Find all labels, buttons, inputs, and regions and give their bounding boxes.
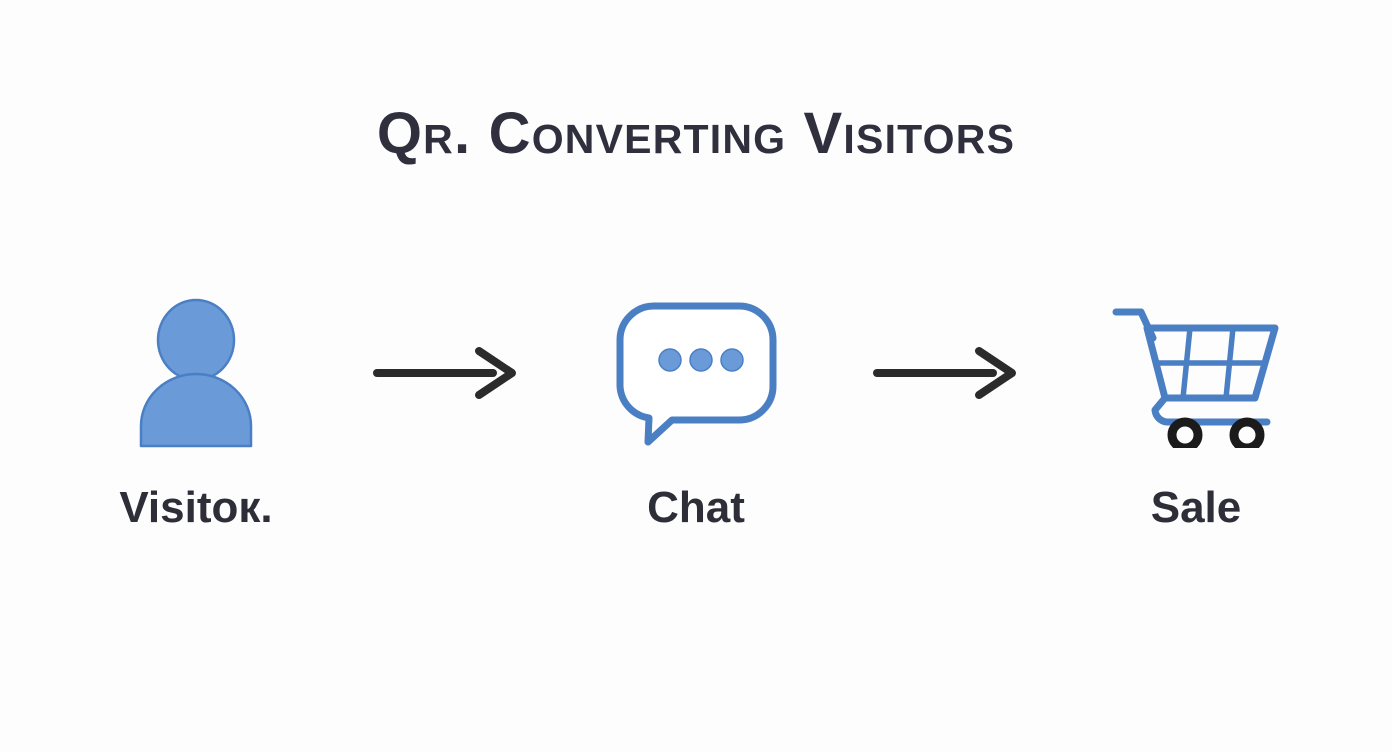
flow-labels: Visitoк. Chat Sale	[96, 483, 1296, 554]
page-title: Qr. Converting Visitors	[376, 101, 1016, 166]
flow-connector-2	[856, 285, 1036, 460]
chat-bubble-icon	[616, 302, 776, 445]
flow-step-chat	[596, 285, 796, 460]
flow-label-visitor: Visitoк.	[119, 483, 273, 532]
flow-label-chat: Chat	[647, 483, 745, 532]
arrow-right-icon	[373, 346, 516, 399]
flow-label-sale: Sale	[1150, 483, 1242, 532]
flow-connector-1	[356, 285, 536, 460]
shopping-cart-icon	[1112, 308, 1278, 448]
person-icon	[139, 298, 253, 447]
conversion-flow	[96, 285, 1296, 460]
flow-step-sale	[1096, 285, 1296, 460]
flow-step-visitor	[96, 285, 296, 460]
arrow-right-icon	[873, 346, 1016, 399]
